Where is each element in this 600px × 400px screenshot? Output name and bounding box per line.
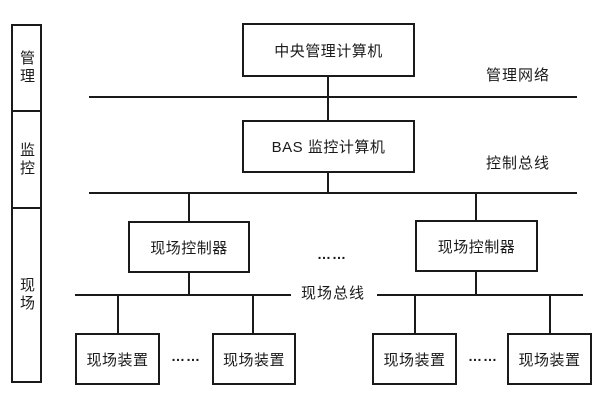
control-bus-label: 控制总线 [486, 155, 551, 172]
node-field-device-3: 现场装置 [372, 333, 457, 385]
field-bus-line-right [377, 294, 583, 296]
node-bas-monitoring-computer: BAS 监控计算机 [242, 120, 415, 173]
ellipsis-between-devices-right: …… [468, 348, 498, 364]
connector-control-bus-to-left-controller [188, 193, 190, 221]
sidebar-level-monitoring: 监控 [11, 110, 42, 209]
ellipsis-between-devices-left: …… [171, 348, 201, 364]
node-field-controller-right: 现场控制器 [415, 220, 538, 272]
connector-bas-to-control-bus [327, 173, 329, 193]
connector-field-bus-to-device-2 [252, 295, 254, 333]
sidebar-level-field: 现场 [11, 207, 42, 383]
node-field-device-4: 现场装置 [507, 333, 592, 385]
control-bus-line [89, 192, 577, 194]
connector-field-bus-to-device-3 [414, 295, 416, 333]
node-field-device-2: 现场装置 [212, 333, 296, 385]
connector-control-bus-to-right-controller [475, 193, 477, 220]
connector-field-bus-to-device-1 [117, 295, 119, 333]
node-field-controller-left: 现场控制器 [128, 221, 250, 273]
connector-field-bus-to-device-4 [549, 295, 551, 333]
connector-central-to-bas [327, 77, 329, 120]
management-network-line [89, 96, 577, 98]
management-network-label: 管理网络 [486, 67, 551, 84]
connector-left-controller-to-field-bus [188, 273, 190, 295]
sidebar-level-management: 管理 [11, 24, 42, 112]
field-bus-line-left [75, 294, 291, 296]
node-field-device-1: 现场装置 [75, 333, 160, 385]
field-bus-label: 现场总线 [301, 285, 366, 302]
node-central-management-computer: 中央管理计算机 [242, 23, 415, 77]
connector-right-controller-to-field-bus [475, 272, 477, 295]
ellipsis-between-controllers: …… [317, 246, 347, 262]
